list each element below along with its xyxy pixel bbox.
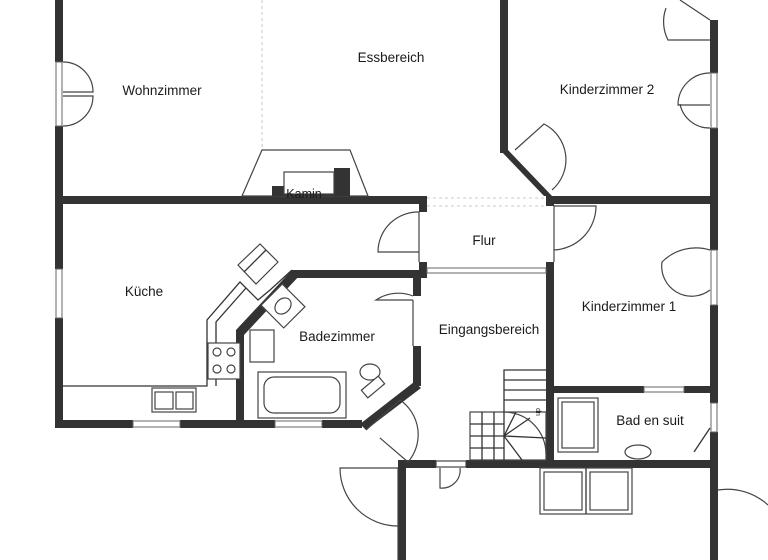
door-entrance-right-swing: [717, 488, 768, 506]
door-entrance-small: [435, 460, 467, 468]
wall-outer-right-mid: [710, 128, 718, 250]
door-kinderzimmer2-top-swing: [662, 7, 710, 41]
wall-entrance-bottom-left: [398, 460, 436, 468]
wall-entrance-left-vertical: [398, 460, 406, 560]
window-ensuite-right: [710, 402, 718, 433]
stove-burner-2: [226, 347, 236, 357]
stove-burner-3: [212, 364, 222, 374]
label-eingangsbereich: Eingangsbereich: [439, 322, 540, 337]
bath-sink-bowl: [274, 297, 292, 315]
wall-bath-right-top: [413, 270, 421, 296]
kitchen-sink-basin-2: [175, 391, 194, 410]
stair-upper-flight: [503, 369, 546, 412]
wall-flur-left-low: [419, 262, 427, 274]
window-kinderzimmer1-right: [710, 249, 718, 306]
wall-bath-top: [292, 270, 427, 278]
entrance-cabinet-left: [543, 471, 583, 511]
door-entrance-left-swing: [339, 467, 399, 527]
wall-kitchen-bottom-left: [55, 420, 133, 428]
wall-entrance-right-vertical: [710, 462, 718, 560]
windows: [55, 61, 718, 433]
label-kinderzimmer2: Kinderzimmer 2: [560, 82, 655, 97]
stove-burner-1: [212, 347, 222, 357]
window-kueche-left: [55, 268, 63, 319]
window-ensuite-top: [643, 386, 685, 393]
door-wohnzimmer-swing: [62, 61, 94, 93]
wall-main-horizontal-left: [55, 196, 427, 204]
kitchen-appliance-line: [243, 249, 267, 273]
kitchen-sink-basin-1: [154, 391, 174, 410]
wall-kinderzimmer2-left: [500, 0, 508, 153]
door-flur-right-swing: [553, 205, 597, 251]
wall-outer-left-top: [55, 0, 63, 62]
staircase: up: [469, 369, 547, 461]
toilet-tank: [360, 375, 386, 399]
stair-winder-2: [503, 417, 531, 437]
label-essbereich: Essbereich: [358, 50, 425, 65]
bathtub-inner: [263, 376, 341, 414]
wall-flur-left-top: [419, 196, 427, 212]
wall-bath-right-low: [413, 346, 421, 386]
door-entrance-small-swing: [439, 467, 461, 489]
door-flur-left-swing: [377, 211, 420, 253]
wall-ensuite-top-right: [684, 386, 714, 393]
door-kinderzimmer2-top-leaf: [679, 0, 711, 21]
entrance-cabinet-right: [589, 471, 629, 511]
door-bath-exterior-swing: [365, 399, 419, 463]
label-kamin: Kamin: [286, 187, 321, 201]
wall-ensuite-bottom: [546, 460, 714, 468]
stair-winder-3: [503, 435, 547, 439]
wall-main-horizontal-right: [546, 196, 718, 204]
door-kinderzimmer2-right-swing: [677, 72, 711, 106]
ensuite-shower-inner: [561, 401, 595, 449]
door-wohnzimmer-swing-2: [62, 95, 94, 127]
wall-kitchen-bottom-mid: [180, 420, 275, 428]
stove-burner-4: [226, 364, 236, 374]
kitchen-appliance: [237, 243, 279, 285]
door-kinderzimmer1-swing: [661, 247, 711, 297]
label-kueche: Küche: [125, 284, 163, 299]
stove: [207, 342, 241, 380]
label-wohnzimmer: Wohnzimmer: [122, 83, 202, 98]
wall-outer-right-low: [710, 305, 718, 403]
stair-winder-4: [503, 411, 517, 437]
label-bad-en-suit: Bad en suit: [616, 413, 684, 428]
window-bath-bottom: [274, 420, 323, 428]
wall-bath-diagonal-right: [360, 382, 421, 430]
bath-cabinet: [249, 329, 275, 363]
wall-outer-right-top: [710, 20, 718, 73]
wall-outer-left-bottom: [55, 318, 63, 428]
room-labels: Wohnzimmer Essbereich Kinderzimmer 2 Kam…: [122, 50, 684, 428]
door-kinderzimmer2-swing: [514, 123, 567, 191]
wall-flur-right: [546, 262, 554, 470]
door-bath-swing: [374, 292, 414, 301]
wall-outer-right-bottom: [710, 432, 718, 470]
kitchen-counter: [63, 269, 293, 387]
window-kueche-bottom: [132, 420, 181, 428]
wall-entrance-bottom-right: [466, 460, 554, 468]
label-kinderzimmer1: Kinderzimmer 1: [582, 299, 677, 314]
wall-flur-right-top: [546, 196, 554, 206]
stair-winder: [503, 411, 547, 455]
window-flur-divider: [426, 267, 547, 274]
door-kinderzimmer2-right-swing-2: [679, 103, 711, 129]
label-flur: Flur: [472, 233, 496, 248]
fireplace-inner: [283, 171, 335, 195]
ensuite-sink: [624, 444, 652, 460]
door-kinderzimmer2-jamb: [500, 150, 552, 196]
stair-winder-1: [503, 435, 523, 461]
stair-direction-label: up: [535, 408, 542, 416]
window-wohnzimmer-left: [55, 61, 63, 127]
wall-bath-bottom: [322, 420, 362, 428]
walls: [55, 0, 718, 560]
label-badezimmer: Badezimmer: [299, 329, 375, 344]
window-kinderzimmer2-right: [710, 72, 718, 129]
ensuite-diagonal: [693, 427, 711, 453]
toilet-bowl: [359, 363, 381, 381]
doors: [62, 0, 768, 560]
fixtures: up: [63, 149, 711, 515]
wall-ensuite-top-left: [554, 386, 644, 393]
